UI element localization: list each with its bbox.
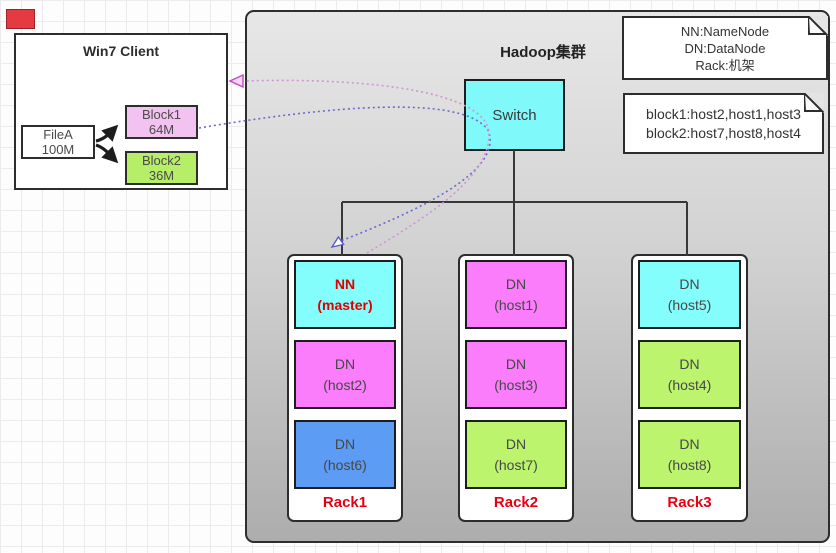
cluster-title: Hadoop集群 bbox=[500, 44, 586, 61]
node-role: DN bbox=[679, 355, 700, 372]
client-title: Win7 Client bbox=[82, 43, 160, 59]
switch-box: Switch bbox=[464, 79, 565, 151]
rack1-label: Rack1 bbox=[322, 494, 368, 511]
legend-line: NN:NameNode bbox=[680, 23, 770, 39]
filea-size: 100M bbox=[41, 142, 75, 157]
node-role: DN bbox=[679, 275, 700, 292]
node-host: (host8) bbox=[667, 456, 712, 473]
node-host: (host4) bbox=[667, 376, 712, 393]
block1-name: Block1 bbox=[141, 107, 182, 122]
node-dn-host4: DN (host4) bbox=[638, 340, 741, 409]
node-dn-host3: DN (host3) bbox=[465, 340, 567, 409]
rack2-label: Rack2 bbox=[493, 494, 539, 511]
legend-note: NN:NameNode DN:DataNode Rack:机架 bbox=[622, 16, 828, 80]
node-host: (host7) bbox=[494, 456, 538, 473]
rack1: NN (master) DN (host2) DN (host6) Rack1 bbox=[287, 254, 403, 522]
note-fold-corner-icon bbox=[808, 16, 828, 36]
node-dn-host1: DN (host1) bbox=[465, 260, 567, 329]
switch-label: Switch bbox=[492, 106, 537, 124]
red-marker bbox=[6, 9, 35, 29]
node-role: DN bbox=[505, 275, 527, 292]
block1-box: Block1 64M bbox=[125, 105, 198, 139]
node-host: (host5) bbox=[667, 296, 712, 313]
rack3-label: Rack3 bbox=[667, 494, 712, 511]
node-host: (host1) bbox=[494, 296, 538, 313]
block2-size: 36M bbox=[148, 168, 175, 183]
note-fold-corner-icon bbox=[804, 93, 824, 113]
filea-name: FileA bbox=[43, 127, 73, 142]
filea-box: FileA 100M bbox=[21, 125, 95, 159]
block2-box: Block2 36M bbox=[125, 151, 198, 185]
rack2: DN (host1) DN (host3) DN (host7) Rack2 bbox=[458, 254, 574, 522]
node-dn-host8: DN (host8) bbox=[638, 420, 741, 489]
node-nn-master: NN (master) bbox=[294, 260, 396, 329]
node-dn-host5: DN (host5) bbox=[638, 260, 741, 329]
node-host: (master) bbox=[317, 296, 373, 313]
node-role: DN bbox=[334, 435, 356, 452]
node-role: NN bbox=[334, 275, 356, 292]
block-location-line: block1:host2,host1,host3 bbox=[646, 105, 801, 122]
node-role: DN bbox=[505, 355, 527, 372]
block-location-note: block1:host2,host1,host3 block2:host7,ho… bbox=[623, 93, 824, 154]
node-dn-host2: DN (host2) bbox=[294, 340, 396, 409]
node-host: (host3) bbox=[494, 376, 538, 393]
block1-size: 64M bbox=[148, 122, 175, 137]
node-role: DN bbox=[505, 435, 527, 452]
hadoop-cluster-box: Hadoop集群 NN:NameNode DN:DataNode Rack:机架… bbox=[245, 10, 830, 543]
node-host: (host2) bbox=[323, 376, 367, 393]
node-role: DN bbox=[334, 355, 356, 372]
legend-line: DN:DataNode bbox=[684, 40, 766, 56]
node-role: DN bbox=[679, 435, 700, 452]
block-location-line: block2:host7,host8,host4 bbox=[646, 124, 801, 141]
node-host: (host6) bbox=[323, 456, 367, 473]
nn-to-client-arrowhead-icon bbox=[228, 73, 244, 89]
rack3: DN (host5) DN (host4) DN (host8) Rack3 bbox=[631, 254, 748, 522]
node-dn-host6: DN (host6) bbox=[294, 420, 396, 489]
legend-line: Rack:机架 bbox=[695, 57, 755, 73]
block2-name: Block2 bbox=[141, 153, 182, 168]
node-dn-host7: DN (host7) bbox=[465, 420, 567, 489]
